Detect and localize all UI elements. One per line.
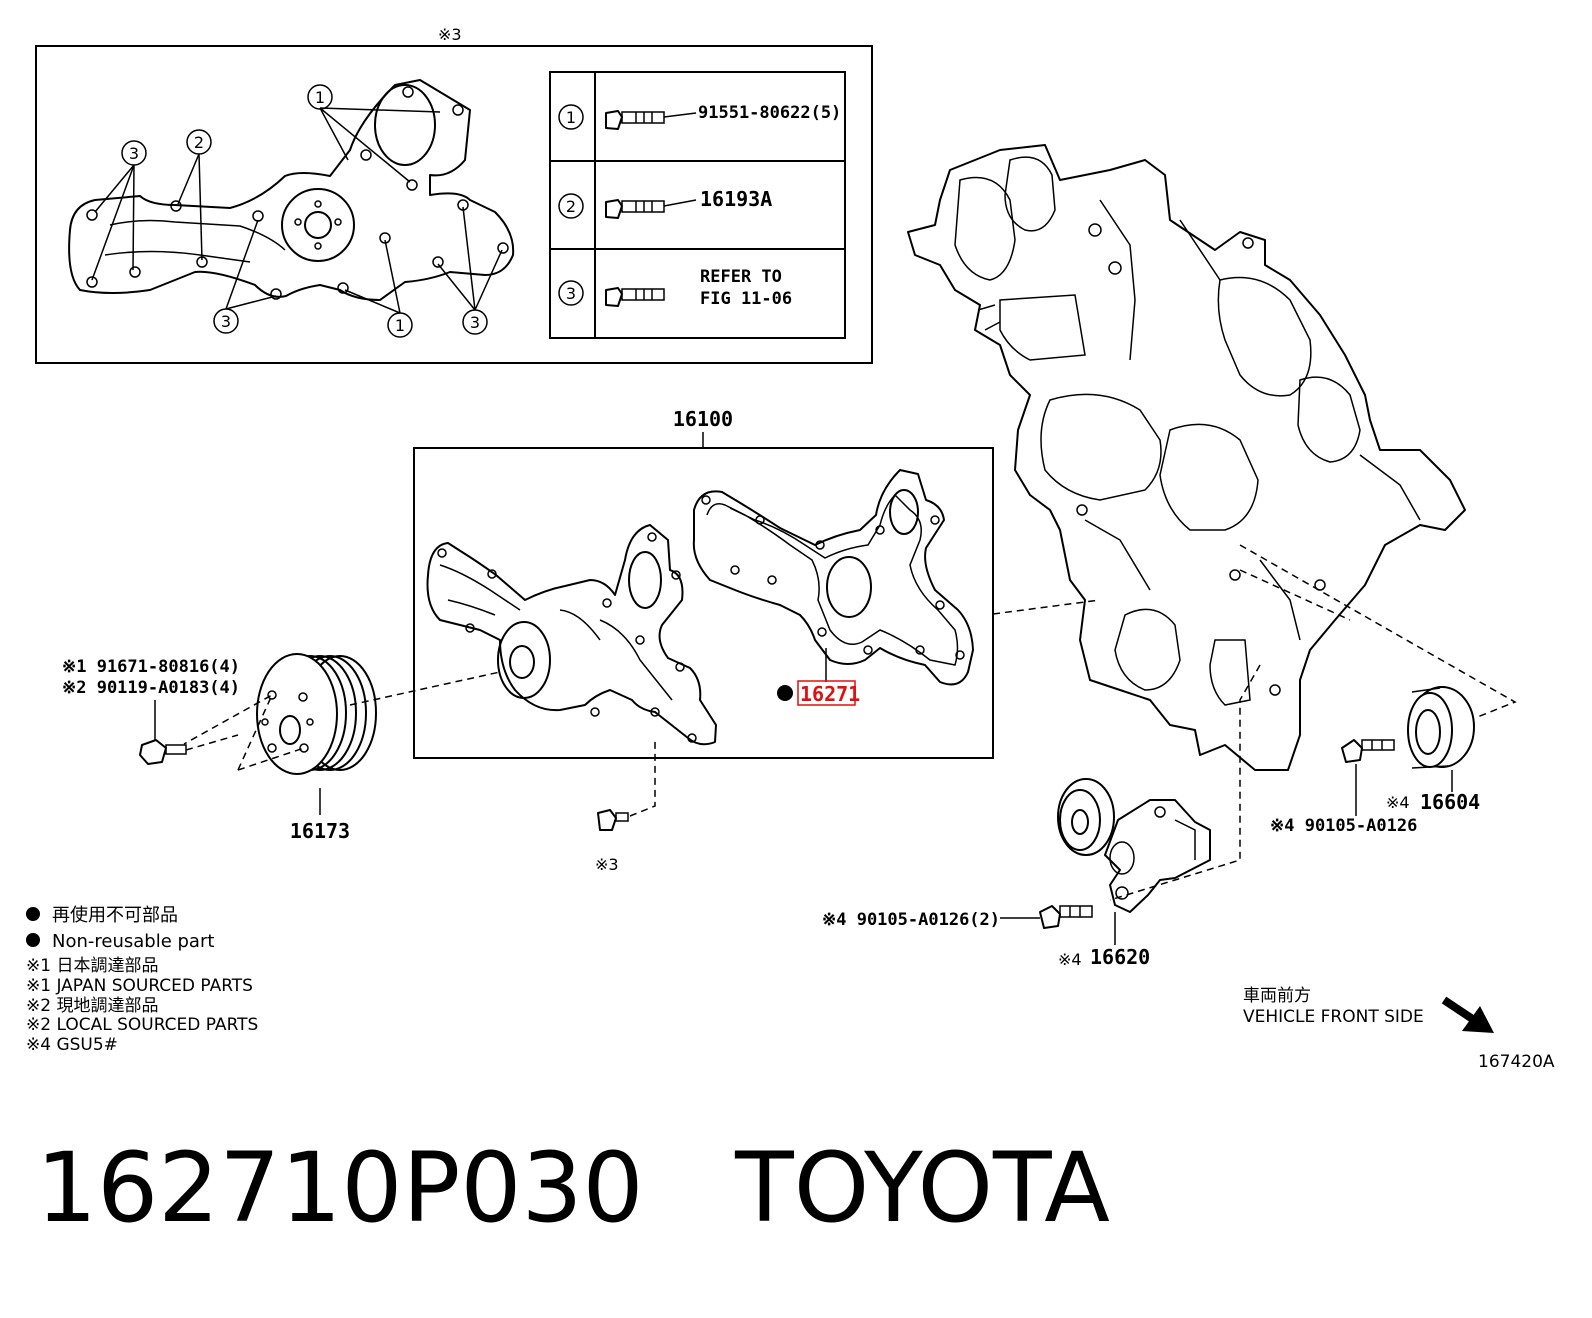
bolt-icon (597, 809, 629, 831)
callout-1-bottom (387, 312, 413, 338)
figure-code: 167420A (1478, 1052, 1555, 1072)
table-row-1-number (558, 104, 584, 130)
water-pump-icon (426, 524, 717, 746)
legend-line-7: ※4 GSU5# (26, 1035, 118, 1055)
direction-label-jp: 車両前方 (1243, 986, 1311, 1006)
legend: 再使用不可部品 Non-reusable part ※1 日本調達部品 ※1 J… (26, 905, 258, 1055)
pump-mounting-bolt: ※3 (595, 740, 656, 874)
legend-line-5: ※2 現地調達部品 (26, 996, 158, 1016)
part-caption: 162710P030 TOYOTA (36, 1132, 1110, 1244)
bolt-icon (1039, 905, 1093, 929)
pulley-bolt: ※1 91671-80816(4) ※2 90119-A0183(4) (62, 657, 240, 765)
callout-2 (186, 129, 212, 155)
table-row-2-number (558, 193, 584, 219)
legend-line-1: 再使用不可部品 (52, 905, 178, 926)
idler-bolt-label: ※4 90105-A0126 (1270, 816, 1417, 836)
inset-frame (35, 45, 873, 364)
table-row-3-text-line1: REFER TO (700, 267, 782, 287)
svg-text:3: 3 (470, 313, 480, 332)
assembly-part-number: 16100 (673, 407, 733, 431)
callout-3-left (121, 140, 147, 166)
legend-line-6: ※2 LOCAL SOURCED PARTS (26, 1015, 258, 1035)
gasket-part-number[interactable]: 16271 (800, 682, 860, 706)
legend-line-2: Non-reusable part (52, 931, 214, 952)
inset-pump-outline-icon (68, 79, 515, 301)
bolt-table: 1 91551-80622(5) 2 16193A 3 (549, 71, 846, 339)
callout-3-bottom (213, 308, 239, 334)
svg-text:1: 1 (566, 108, 576, 127)
water-pump-assembly: 16100 (413, 407, 994, 759)
table-row-3-number (558, 280, 584, 306)
cover-leader-lines (992, 544, 1517, 901)
tensioner-part-number: 16620 (1090, 945, 1150, 969)
svg-text:3: 3 (566, 284, 576, 303)
callout-1-top (307, 84, 333, 110)
tensioner-ref-mark: ※4 (1058, 950, 1082, 969)
svg-text:3: 3 (221, 312, 231, 331)
tensioner-bolt-label: ※4 90105-A0126(2) (822, 910, 1000, 930)
pulley-icon (256, 653, 377, 775)
arrow-down-right-icon (1441, 996, 1494, 1033)
table-row-1-text: 91551-80622(5) (698, 103, 841, 123)
svg-text:3: 3 (129, 144, 139, 163)
direction-indicator: 車両前方 VEHICLE FRONT SIDE (1243, 986, 1494, 1033)
idler-pulley-icon (1407, 686, 1475, 769)
idler-pulley: ※4 16604 ※4 90105-A0126 (1270, 686, 1480, 836)
bolt-icon (605, 287, 665, 307)
inset-callouts: 1 3 2 3 1 3 (91, 84, 503, 338)
idler-ref-mark: ※4 (1386, 793, 1410, 812)
table-row-2-text: 16193A (700, 187, 772, 211)
svg-text:1: 1 (315, 88, 325, 107)
pump-bolt-ref-mark: ※3 (595, 855, 619, 874)
table-row-3-text-line2: FIG 11-06 (700, 289, 792, 309)
bolt-japan-label: ※1 91671-80816(4) (62, 657, 240, 677)
belt-tensioner: ※4 16620 ※4 90105-A0126(2) (822, 778, 1211, 969)
gasket-icon (692, 469, 974, 686)
bolt-icon (139, 734, 239, 765)
svg-text:2: 2 (566, 197, 576, 216)
svg-text:2: 2 (194, 133, 204, 152)
non-reusable-dot-icon (777, 685, 793, 701)
non-reusable-dot-icon (26, 907, 40, 921)
legend-line-3: ※1 日本調達部品 (26, 956, 158, 976)
callout-3-right (462, 309, 488, 335)
bolt-icon (605, 110, 697, 130)
timing-cover-icon (907, 144, 1466, 771)
pulley-part-number: 16173 (290, 819, 350, 843)
tensioner-icon (1057, 778, 1211, 913)
idler-part-number: 16604 (1420, 790, 1480, 814)
bolt-local-label: ※2 90119-A0183(4) (62, 678, 240, 698)
bolt-icon (605, 199, 697, 219)
pump-pulley: 16173 (183, 653, 501, 843)
bolt-icon (1341, 739, 1395, 763)
gasket-highlight (797, 680, 856, 706)
direction-label-en: VEHICLE FRONT SIDE (1243, 1007, 1424, 1027)
legend-line-4: ※1 JAPAN SOURCED PARTS (26, 976, 253, 996)
assembly-frame (413, 447, 994, 759)
inset-ref-mark: ※3 (438, 25, 462, 44)
svg-text:1: 1 (395, 316, 405, 335)
non-reusable-dot-icon (26, 933, 40, 947)
inset-panel: ※3 1 (35, 25, 873, 364)
